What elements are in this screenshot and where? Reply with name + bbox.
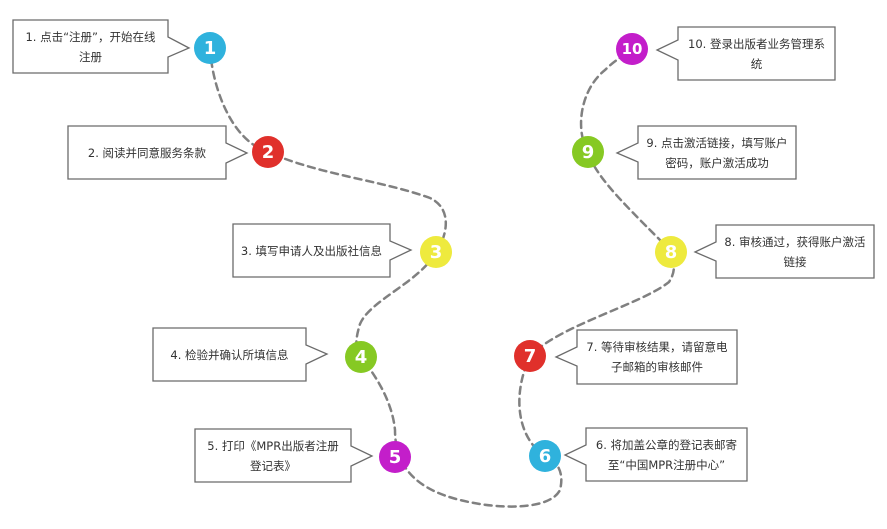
step-10-text: 10. 登录出版者业务管理系统: [688, 36, 825, 71]
callout-frame: [67, 125, 249, 180]
step-7-badge: 7: [514, 340, 546, 372]
step-8-callout: 8. 审核通过，获得账户激活链接: [693, 224, 875, 279]
step-2-badge: 2: [252, 136, 284, 168]
callout-frame: [194, 428, 374, 483]
step-4-callout: 4. 检验并确认所填信息: [152, 327, 329, 382]
callout-frame: [232, 223, 413, 278]
callout-frame: [563, 427, 748, 482]
step-1-text: 1. 点击“注册”，开始在线注册: [25, 29, 156, 64]
callout-frame: [12, 19, 191, 74]
step-3-text: 3. 填写申请人及出版社信息: [240, 243, 383, 258]
step-1-badge: 1: [194, 32, 226, 64]
step-10-callout: 10. 登录出版者业务管理系统: [655, 26, 836, 81]
callout-frame: [554, 329, 738, 385]
step-7-text: 7. 等待审核结果，请留意电子邮箱的审核邮件: [586, 340, 728, 374]
step-9-text: 9. 点击激活链接，填写账户密码，账户激活成功: [646, 135, 788, 170]
step-4-text: 4. 检验并确认所填信息: [170, 347, 289, 362]
step-3-badge: 3: [420, 236, 452, 268]
step-10-badge: 10: [616, 33, 648, 65]
step-3-callout: 3. 填写申请人及出版社信息: [232, 223, 413, 278]
step-5-text: 5. 打印《MPR出版者注册登记表》: [207, 438, 339, 473]
step-8-badge: 8: [655, 236, 687, 268]
step-9-badge: 9: [572, 136, 604, 168]
step-4-badge: 4: [345, 341, 377, 373]
step-5-callout: 5. 打印《MPR出版者注册登记表》: [194, 428, 374, 483]
step-6-callout: 6. 将加盖公章的登记表邮寄至“中国MPR注册中心”: [563, 427, 748, 482]
step-8-text: 8. 审核通过，获得账户激活链接: [724, 234, 866, 269]
step-9-callout: 9. 点击激活链接，填写账户密码，账户激活成功: [615, 125, 797, 180]
step-5-badge: 5: [379, 441, 411, 473]
step-6-text: 6. 将加盖公章的登记表邮寄至“中国MPR注册中心”: [595, 437, 738, 472]
step-2-text: 2. 阅读并同意服务条款: [87, 145, 207, 160]
callout-frame: [152, 327, 329, 382]
step-6-badge: 6: [529, 440, 561, 472]
step-7-callout: 7. 等待审核结果，请留意电子邮箱的审核邮件: [554, 329, 738, 385]
step-1-callout: 1. 点击“注册”，开始在线注册: [12, 19, 191, 74]
step-2-callout: 2. 阅读并同意服务条款: [67, 125, 249, 180]
dashed-flow-path: [208, 46, 675, 508]
callout-frame: [693, 224, 875, 279]
callout-frame: [655, 26, 836, 81]
callout-frame: [615, 125, 797, 180]
